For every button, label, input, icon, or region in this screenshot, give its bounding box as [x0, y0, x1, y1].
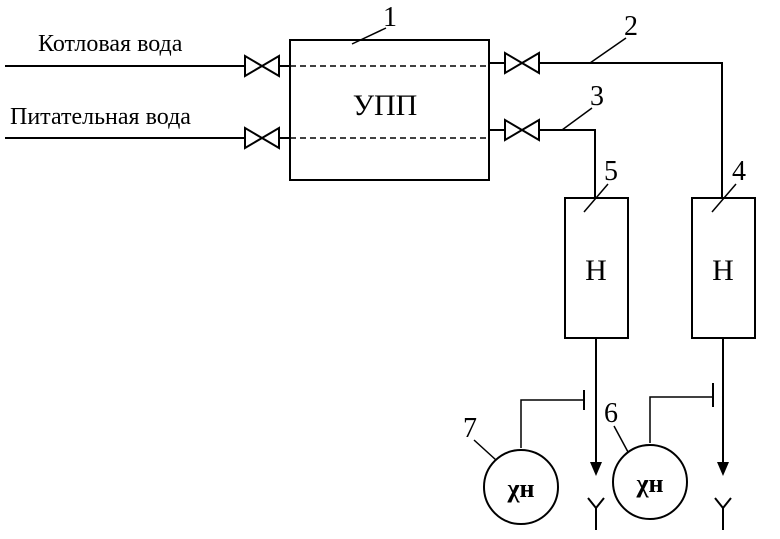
callout-exchanger-left: 5: [604, 156, 618, 187]
callout-exchanger-right: 4: [732, 156, 746, 187]
drain-right-arrow-icon: [717, 462, 729, 476]
feed-water-label: Питательная вода: [10, 104, 191, 130]
exchanger-right-label: Н: [712, 254, 734, 287]
callout-unit-leader: [351, 27, 387, 45]
callout-unit: 1: [383, 2, 397, 33]
meter-left: [483, 449, 559, 525]
drain-right-outlet-icon: [714, 497, 732, 510]
callout-meter-right-leader: [613, 425, 629, 453]
meter-right-label: χн: [636, 469, 664, 498]
callout-meter-right: 6: [604, 398, 618, 429]
meter-right: [612, 444, 688, 520]
outlet-top-valve-icon: [504, 51, 540, 75]
outlet-bottom-valve-icon: [504, 118, 540, 142]
boiler-water-valve-icon: [244, 54, 280, 78]
callout-line-bottom-leader: [561, 107, 593, 131]
unit-label: УПП: [353, 89, 418, 122]
exchanger-right: [691, 197, 756, 339]
callout-exchanger-left-leader: [583, 183, 609, 213]
feed-water-valve-icon: [244, 126, 280, 150]
drain-left-outlet-icon: [587, 497, 605, 510]
line-2: [539, 62, 723, 198]
line-3: [539, 129, 596, 198]
callout-exchanger-right-leader: [711, 183, 737, 213]
callout-line-bottom: 3: [590, 81, 604, 112]
callout-line-top-leader: [589, 37, 627, 64]
tap-right-line: [649, 396, 713, 443]
unit-box: [289, 39, 490, 181]
tap-left-line: [520, 399, 584, 448]
callout-meter-left: 7: [463, 413, 477, 444]
exchanger-left-label: Н: [585, 254, 607, 287]
boiler-water-label: Котловая вода: [38, 31, 183, 57]
meter-left-label: χн: [507, 474, 535, 503]
callout-meter-left-leader: [473, 439, 497, 461]
drain-left-arrow-icon: [590, 462, 602, 476]
callout-line-top: 2: [624, 11, 638, 42]
